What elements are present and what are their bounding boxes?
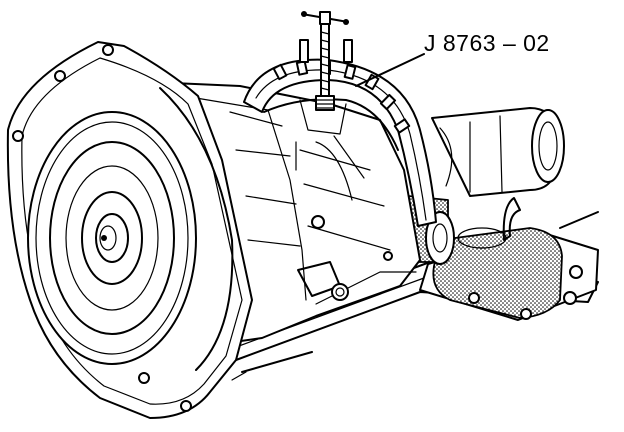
torque-converter [27,111,197,365]
callout-leader-line [355,53,425,87]
tool-callout-label: J 8763 – 02 [424,30,550,56]
t-handle-screw [299,11,353,111]
extension-housing [431,107,565,197]
case-details [295,141,393,301]
valve-body-cover [419,197,599,321]
